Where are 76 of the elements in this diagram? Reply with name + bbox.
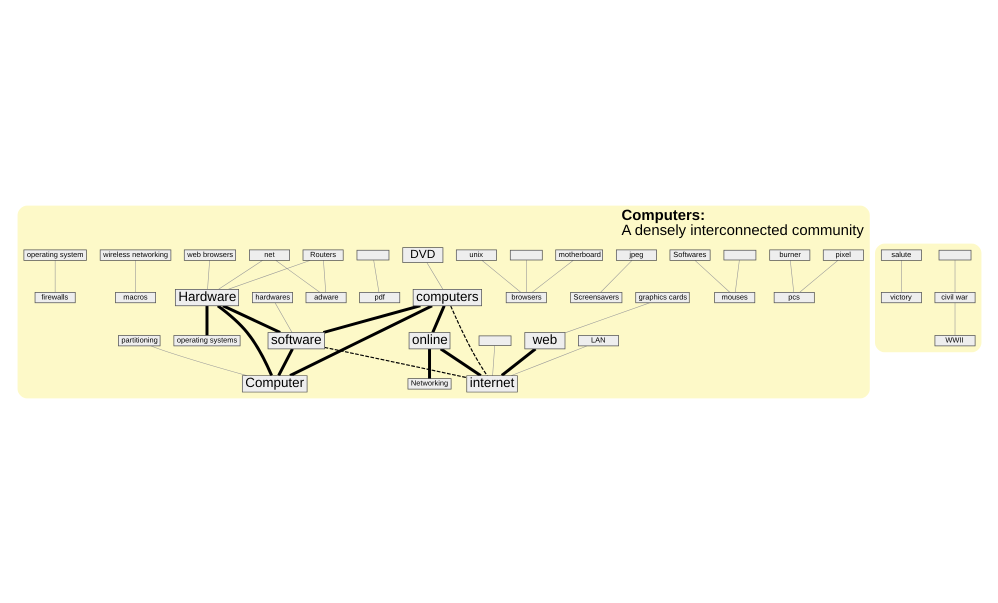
node-box: Hardware bbox=[174, 288, 238, 306]
connector bbox=[426, 262, 443, 290]
connector bbox=[322, 260, 326, 292]
connector bbox=[532, 260, 574, 292]
cluster bbox=[874, 243, 981, 352]
connector bbox=[274, 260, 320, 292]
node-box: online bbox=[408, 332, 450, 349]
node-box: wireless networking bbox=[99, 249, 171, 260]
node-box: graphics cards bbox=[634, 291, 690, 303]
connector bbox=[372, 259, 379, 292]
node-box: burner bbox=[768, 249, 810, 260]
node-box: pdf bbox=[358, 291, 400, 303]
node-box: web browsers bbox=[183, 249, 236, 260]
connector bbox=[954, 302, 955, 336]
connector bbox=[216, 304, 272, 376]
connector bbox=[694, 260, 730, 292]
node-box: pcs bbox=[773, 291, 814, 303]
connector bbox=[799, 260, 838, 292]
connector bbox=[205, 305, 208, 335]
node-box bbox=[723, 249, 756, 260]
connector bbox=[734, 259, 740, 292]
connector bbox=[288, 304, 432, 376]
node-box: net bbox=[248, 249, 290, 260]
node-box: firewalls bbox=[34, 291, 76, 303]
node-box: mouses bbox=[714, 291, 755, 303]
connector bbox=[322, 304, 420, 334]
connector bbox=[954, 259, 955, 292]
node-box: DVD bbox=[402, 246, 443, 262]
connector bbox=[324, 346, 466, 378]
connector bbox=[900, 260, 902, 292]
node-box: pixel bbox=[822, 249, 864, 260]
node-box: browsers bbox=[505, 291, 546, 303]
connector bbox=[500, 347, 536, 376]
connector bbox=[274, 302, 292, 332]
node-box: operating systems bbox=[173, 334, 240, 346]
node-box: jpeg bbox=[615, 249, 656, 260]
connector bbox=[492, 344, 495, 376]
node-box: Computer bbox=[241, 374, 307, 392]
connector bbox=[134, 260, 136, 292]
node-box: LAN bbox=[578, 334, 618, 346]
node-box: motherboard bbox=[554, 249, 602, 260]
connector bbox=[600, 260, 632, 292]
node-box: Networking bbox=[407, 378, 451, 389]
node-box bbox=[478, 335, 511, 346]
node-box: software bbox=[267, 332, 324, 349]
connector bbox=[222, 304, 280, 334]
node-box: unix bbox=[455, 249, 496, 260]
connector bbox=[218, 260, 262, 290]
node-box: Routers bbox=[302, 249, 344, 260]
node-box: Screensavers bbox=[570, 291, 622, 303]
node-box bbox=[356, 249, 389, 260]
connector bbox=[430, 304, 446, 332]
node-box: adware bbox=[305, 291, 346, 303]
node-box bbox=[509, 249, 542, 260]
node-box: macros bbox=[114, 291, 156, 303]
node-box bbox=[938, 249, 971, 260]
node-box: Softwares bbox=[669, 249, 710, 260]
node-box: salute bbox=[880, 249, 922, 260]
connector bbox=[790, 260, 794, 292]
node-box: hardwares bbox=[252, 291, 292, 303]
node-box: operating system bbox=[23, 249, 86, 260]
connector bbox=[439, 347, 482, 376]
connector bbox=[564, 302, 650, 333]
node-box: computers bbox=[412, 288, 482, 306]
connector bbox=[481, 260, 520, 292]
node-box: WWII bbox=[934, 334, 975, 346]
node-box: web bbox=[524, 332, 565, 349]
connector bbox=[428, 348, 431, 378]
node-box: partitioning bbox=[118, 334, 160, 346]
connector bbox=[450, 305, 488, 376]
node-box: victory bbox=[880, 291, 922, 303]
connector bbox=[276, 348, 294, 376]
node-box: internet bbox=[466, 374, 518, 392]
connector bbox=[54, 260, 55, 292]
node-box: civil war bbox=[934, 291, 975, 303]
connector bbox=[206, 260, 210, 289]
